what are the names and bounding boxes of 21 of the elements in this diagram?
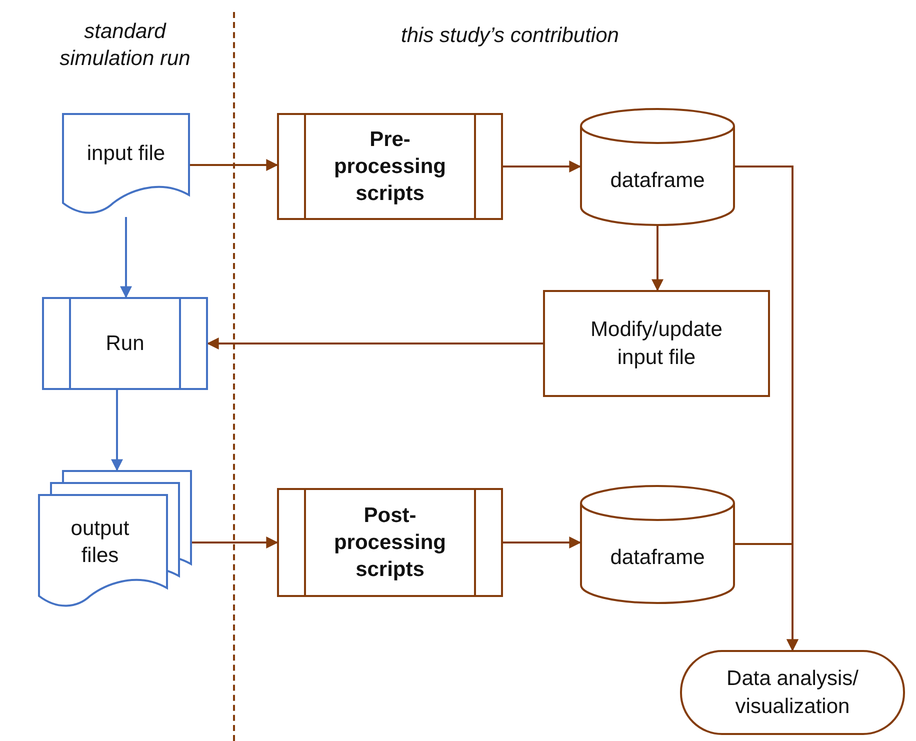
arrow [190,159,278,171]
arrow [206,338,543,350]
node-label: Run [104,330,146,357]
node-label: Data analysis/ visualization [726,666,860,720]
column-heading: this study’s contribution [400,23,620,49]
node-label: Pre-processing scripts [332,126,448,208]
arrow [735,543,798,652]
arrow [192,536,278,548]
arrow [503,536,582,548]
node-label: input file [86,141,166,168]
node-label: Post-processing scripts [332,502,448,584]
arrow [111,390,123,472]
node-label: dataframe [610,545,705,572]
arrow [120,217,132,298]
column-heading: standard simulation run [58,19,192,72]
node-label: output files [70,516,130,569]
arrow [503,160,582,172]
node-label: Modify/update input file [590,317,724,370]
arrow [652,225,664,292]
node-label: dataframe [610,168,705,194]
process-box [543,290,770,397]
